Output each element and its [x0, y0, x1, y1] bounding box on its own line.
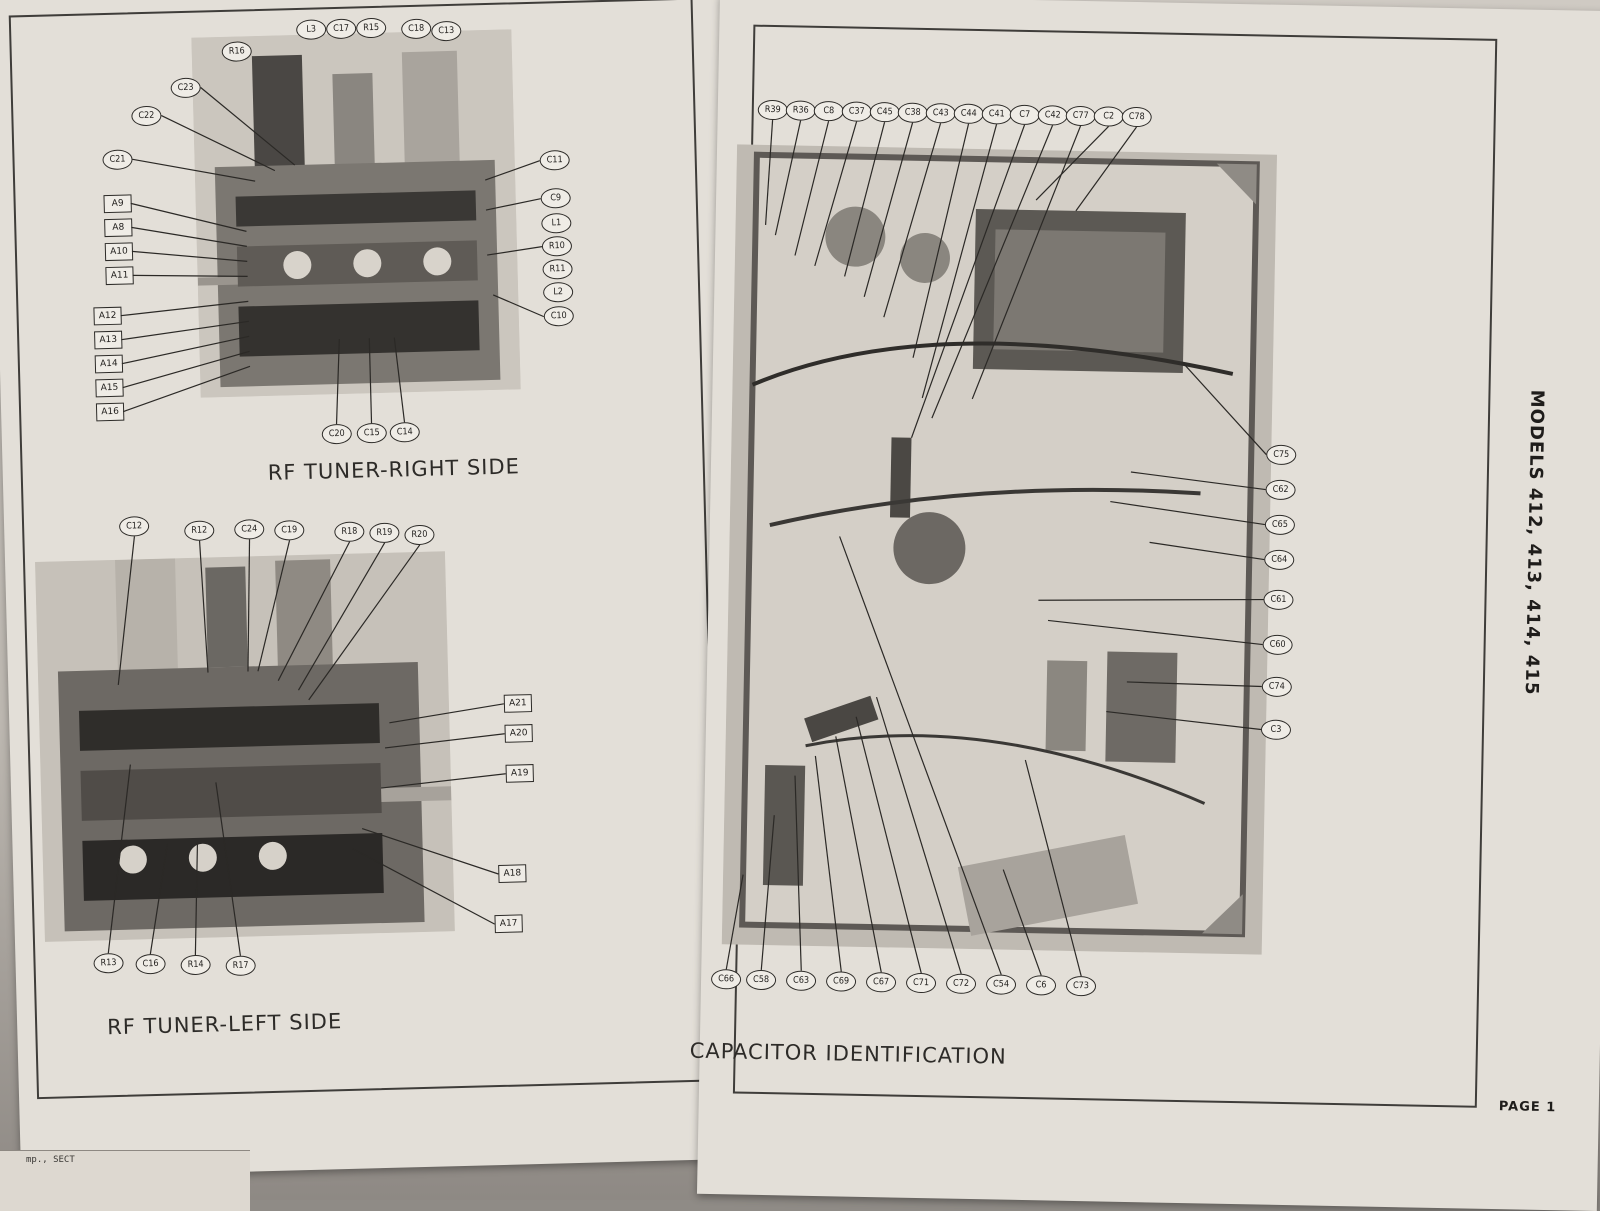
callout: C75: [1266, 444, 1297, 466]
callout: C41: [981, 104, 1012, 125]
callout: C74: [1261, 676, 1292, 698]
callout: C8: [813, 100, 844, 122]
callout: C54: [985, 974, 1017, 995]
box-label: A11: [105, 266, 134, 286]
box-label: A13: [94, 330, 123, 350]
right-page: R39 R36 C8 C37 C45 C38 C43 C44 C41 C7 C4…: [689, 0, 1600, 1211]
left-page: R16 L3 C17 R15 C18 C13 C23 C22 C21 C11 C…: [0, 0, 791, 1178]
callout: C37: [841, 101, 872, 122]
scrap-text: mp., SECT: [26, 1155, 75, 1165]
callout: C78: [1121, 106, 1152, 128]
callout: C65: [1264, 514, 1296, 536]
callout: C77: [1065, 105, 1096, 127]
callout: C6: [1025, 975, 1057, 996]
box-label: A16: [95, 402, 125, 422]
box-label: A18: [498, 864, 527, 883]
page-number: PAGE 1: [1498, 1099, 1557, 1116]
callout: C73: [1065, 975, 1097, 997]
callout: C2: [1093, 106, 1124, 127]
callout: C42: [1037, 105, 1068, 126]
callout: R36: [785, 100, 816, 121]
callout: C7: [1009, 104, 1040, 126]
box-label: A14: [94, 354, 124, 374]
box-label: A12: [93, 306, 122, 326]
callout: C62: [1265, 479, 1296, 501]
callout: C43: [925, 102, 956, 124]
tuner-right-illustration: [191, 29, 521, 398]
callout: C71: [905, 972, 937, 994]
callout: C61: [1263, 589, 1294, 611]
box-label: A10: [104, 242, 134, 262]
models-side-header: MODELS 412, 413, 414, 415: [1520, 389, 1548, 696]
box-label: A17: [494, 914, 523, 934]
callout: C38: [897, 102, 928, 124]
callout: C45: [869, 101, 900, 123]
chassis-underside-photo: [721, 144, 1278, 955]
chassis-illustration: [721, 144, 1278, 955]
box-label: A9: [103, 194, 132, 214]
box-label: A8: [104, 218, 133, 238]
callout: C3: [1260, 719, 1292, 741]
rf-tuner-left-side-photo: [35, 551, 455, 942]
box-label: A21: [503, 694, 533, 713]
callout: C58: [745, 969, 777, 991]
callout: C64: [1264, 549, 1295, 571]
callout: C69: [825, 971, 857, 992]
callout: C72: [945, 973, 977, 995]
callout: R39: [757, 99, 788, 121]
box-label: A19: [505, 764, 534, 783]
underlying-page-scrap: mp., SECT: [0, 1150, 250, 1211]
callout: C60: [1262, 634, 1293, 656]
callout: C44: [953, 103, 984, 125]
box-label: A20: [504, 724, 533, 743]
callout: C66: [710, 969, 742, 990]
tuner-left-illustration: [35, 551, 455, 942]
box-label: A15: [95, 378, 124, 398]
rf-tuner-right-side-photo: [191, 29, 521, 398]
